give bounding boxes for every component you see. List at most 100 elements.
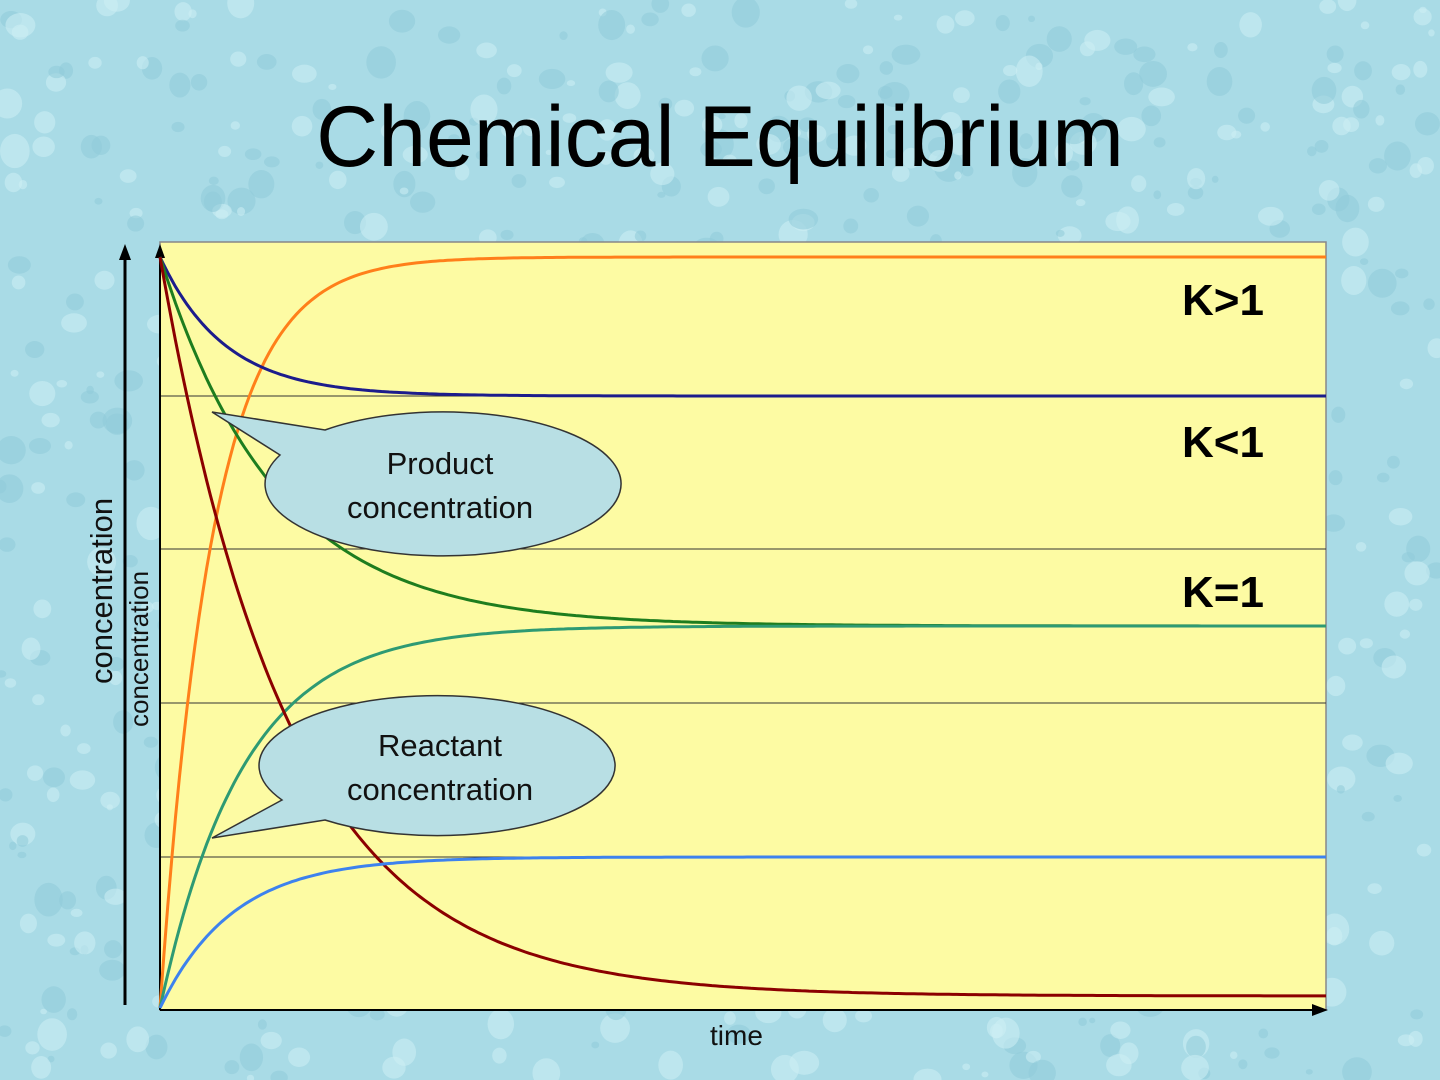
water-drop [174,2,192,22]
water-drop [248,170,275,199]
water-drop [17,851,27,859]
water-drop [1361,811,1375,822]
water-drop [1413,60,1428,78]
water-drop [788,208,819,230]
water-drop [1336,785,1345,794]
water-drop [1413,8,1432,26]
water-drop [4,678,17,688]
water-drop [1153,137,1166,148]
water-drop [758,178,775,195]
water-drop [1311,203,1326,215]
water-drop [681,3,696,17]
water-drop [954,171,962,180]
water-drop [879,61,894,75]
water-drop [893,14,903,21]
water-drop [1423,298,1435,310]
water-drop [34,111,56,134]
water-drop [1035,62,1043,71]
water-drop [1054,142,1073,164]
water-drop [598,10,626,41]
water-drop [0,436,26,465]
water-drop [1186,1035,1206,1059]
water-drop [94,197,103,205]
water-drop [399,187,409,195]
water-drop [782,137,812,158]
water-drop [545,149,552,155]
water-drop [56,379,68,388]
water-drop [599,150,613,165]
water-drop [100,1042,117,1059]
water-drop [32,136,55,158]
series-line-klt1-product [158,624,1326,1009]
water-drop [598,80,619,103]
water-drop [104,888,127,905]
water-drop [10,822,36,846]
water-drop [1326,926,1343,946]
x-axis-label: time [710,1020,763,1051]
water-drop [140,601,154,613]
water-drop [1075,199,1086,207]
water-drop [1003,65,1018,77]
water-drop [658,1050,683,1080]
water-drop [1257,206,1284,226]
water-drop [1153,190,1162,200]
series-group [158,255,1326,1009]
water-drop [1106,1053,1132,1077]
water-drop [1327,62,1342,74]
water-drop [127,215,145,232]
water-drop [1338,637,1357,655]
water-drop [270,1070,288,1080]
water-drop [410,191,436,213]
water-drop [1384,141,1411,171]
water-drop [171,121,185,133]
water-drop [61,313,87,333]
water-drop [522,118,540,137]
water-drop [66,293,84,311]
series-line-keq1-product [158,855,1326,1009]
water-drop [566,80,576,87]
water-drop [25,1041,40,1055]
water-drop [45,73,67,92]
water-drop [1355,542,1367,552]
callout-bubble-product [211,411,622,557]
water-drop [60,724,71,737]
water-drop [1367,196,1385,212]
water-drop [843,218,859,234]
water-drop [954,10,975,27]
water-drop [227,187,256,215]
water-drop [0,788,13,802]
water-drop [246,1074,255,1080]
water-drop [1408,1030,1423,1047]
water-drop [87,547,117,577]
water-drop [208,176,219,185]
water-drop [203,191,222,213]
water-drop [448,134,460,143]
water-drop [1229,1051,1238,1060]
water-drop [532,1058,561,1080]
water-drop [726,1024,751,1044]
water-drop [879,82,910,108]
water-drop [16,835,29,847]
water-drop [842,135,867,156]
water-drop [1399,629,1411,639]
water-drop [591,1041,600,1049]
water-drop [998,79,1021,104]
water-drop [475,150,489,161]
water-drop [393,170,416,198]
water-drop [500,229,514,240]
callout-bubble-reactant [211,694,616,839]
water-drop [1187,43,1198,52]
water-drop [962,1063,971,1071]
water-drop [1206,67,1233,96]
water-drop [1326,45,1344,63]
water-drop [837,95,856,109]
water-drop [1410,1009,1424,1020]
water-drop [1046,26,1072,52]
water-drop [11,24,29,40]
water-drop [359,212,388,241]
water-drop [1388,507,1413,526]
water-drop [59,891,77,910]
water-drop [31,482,46,494]
water-drop [1341,266,1367,295]
water-drop [402,145,428,164]
